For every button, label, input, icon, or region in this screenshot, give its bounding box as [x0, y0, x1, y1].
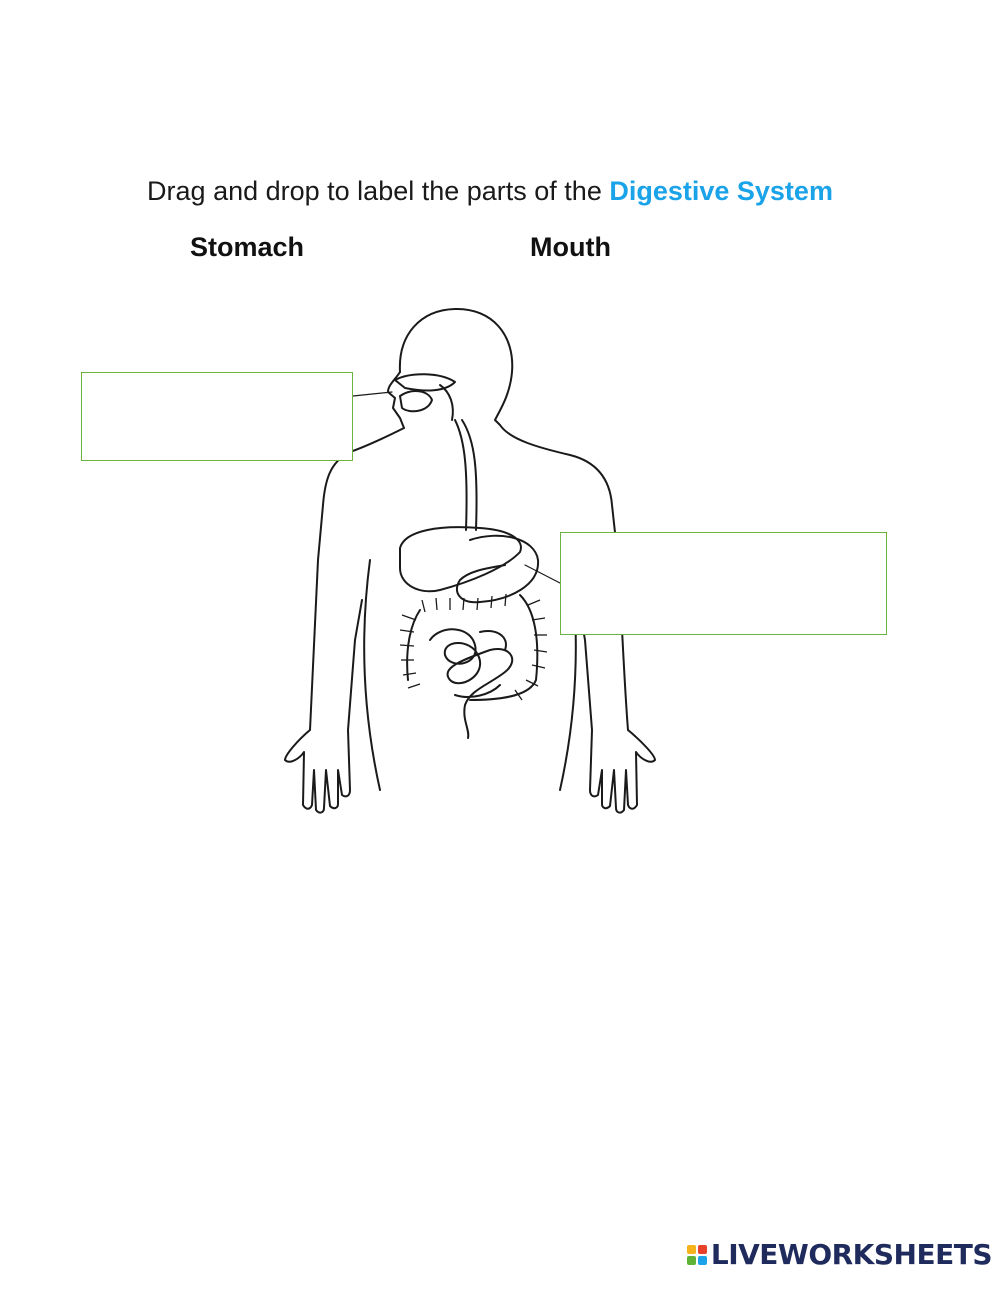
mouth-cavity [394, 373, 456, 392]
body-outline-left [284, 371, 405, 814]
small-intestine-inner [454, 630, 507, 698]
draggable-word-mouth[interactable]: Mouth [530, 232, 611, 262]
pointer-line-stomach [524, 564, 561, 584]
logo-square-icon [697, 1255, 707, 1265]
drop-zone-mouth[interactable] [81, 372, 353, 461]
large-intestine [406, 594, 539, 701]
pointer-line-mouth [352, 391, 393, 397]
tongue [399, 390, 433, 413]
draggable-word-stomach[interactable]: Stomach [190, 232, 305, 262]
instruction-highlight: Digestive System [609, 176, 833, 206]
stomach-organ [455, 534, 540, 604]
drop-zone-stomach[interactable] [560, 532, 887, 635]
instruction-text: Drag and drop to label the parts of the … [0, 176, 980, 207]
logo-square-icon [686, 1255, 696, 1265]
small-intestine [429, 628, 514, 739]
logo-square-icon [697, 1244, 707, 1254]
brand-name: LIVEWORKSHEETS [710, 1238, 993, 1271]
logo-square-icon [686, 1244, 696, 1254]
liver [399, 526, 522, 593]
pharynx [439, 384, 454, 421]
esophagus [454, 419, 478, 531]
instruction-prefix: Drag and drop to label the parts of the [147, 176, 610, 206]
body-outline-head [398, 307, 656, 814]
logo-mark-icon [686, 1244, 707, 1265]
liveworksheets-logo: LIVEWORKSHEETS [686, 1238, 993, 1271]
torso-line-left [363, 559, 381, 791]
